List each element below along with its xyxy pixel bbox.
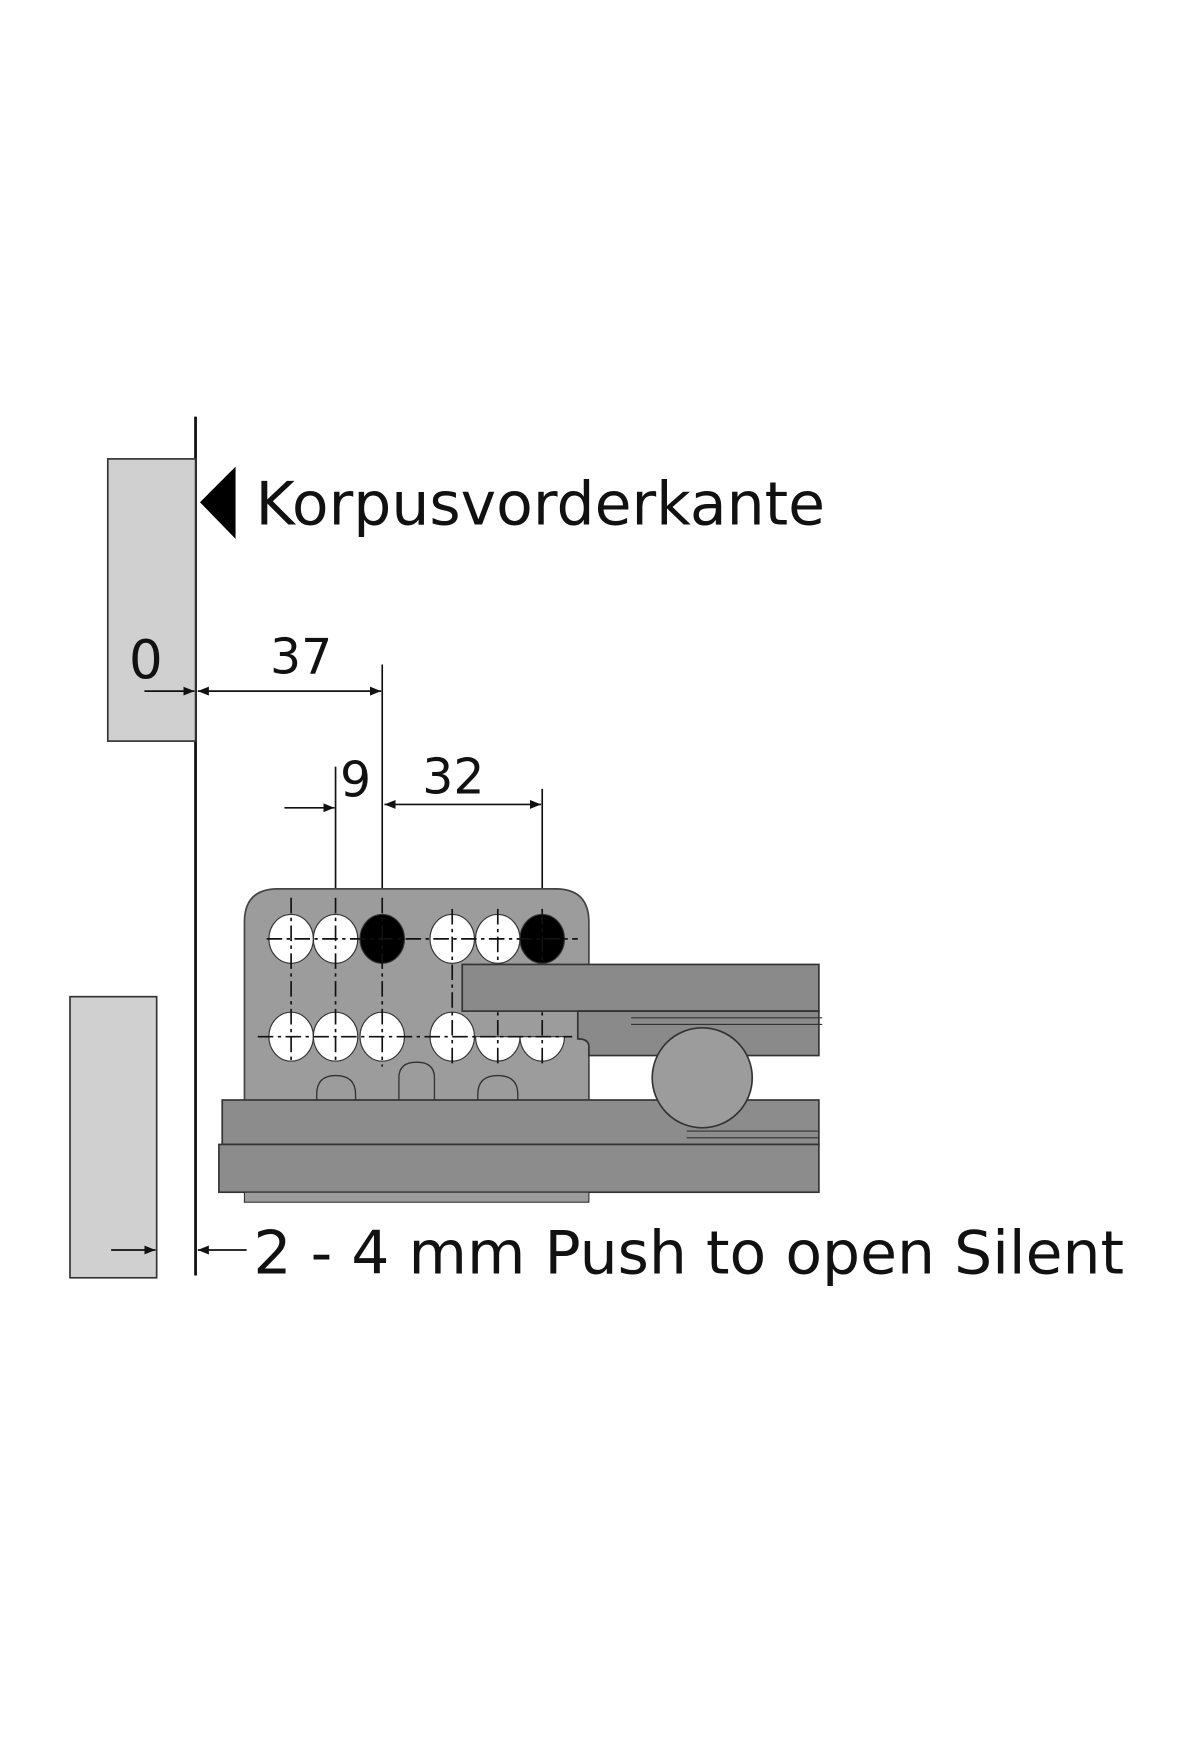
dim-32-label: 32	[422, 748, 484, 805]
slide-base-rail	[218, 1143, 820, 1194]
slide-foot	[243, 1191, 590, 1203]
zero-label: 0	[129, 628, 163, 691]
front-panel-upper	[106, 458, 197, 742]
reference-triangle-icon	[200, 466, 236, 539]
slide-upper-member	[461, 963, 820, 1012]
slide-roller	[651, 1026, 754, 1129]
reference-label: Korpusvorderkante	[256, 469, 826, 539]
caption-label: 2 - 4 mm Push to open Silent	[253, 1218, 1124, 1288]
dim-9-label: 9	[340, 752, 371, 809]
front-panel-lower	[69, 995, 158, 1279]
dim-37-label: 37	[270, 628, 332, 685]
drawer-slide	[218, 963, 823, 1203]
